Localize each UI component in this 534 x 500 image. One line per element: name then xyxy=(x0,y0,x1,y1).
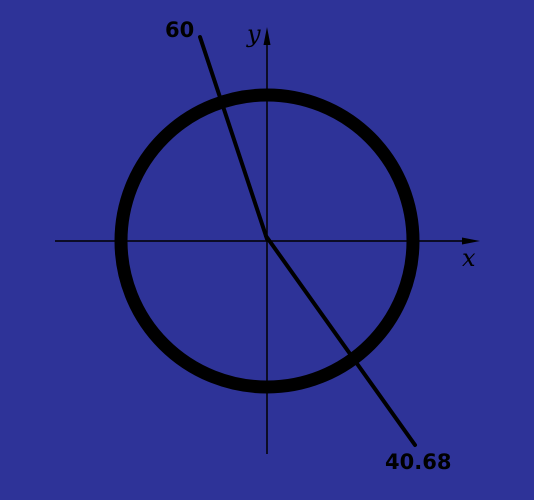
x-axis-label: x xyxy=(462,244,476,272)
upper-vector-value: 60 xyxy=(165,18,194,42)
y-axis-arrowhead xyxy=(263,27,271,45)
upper-vector-line xyxy=(198,35,269,241)
y-axis-label: y xyxy=(246,20,261,48)
circle-shape xyxy=(114,88,420,394)
lower-vector-line xyxy=(264,234,417,447)
x-axis-arrowhead xyxy=(462,237,480,245)
lower-vector-value: 40.68 xyxy=(385,450,451,474)
